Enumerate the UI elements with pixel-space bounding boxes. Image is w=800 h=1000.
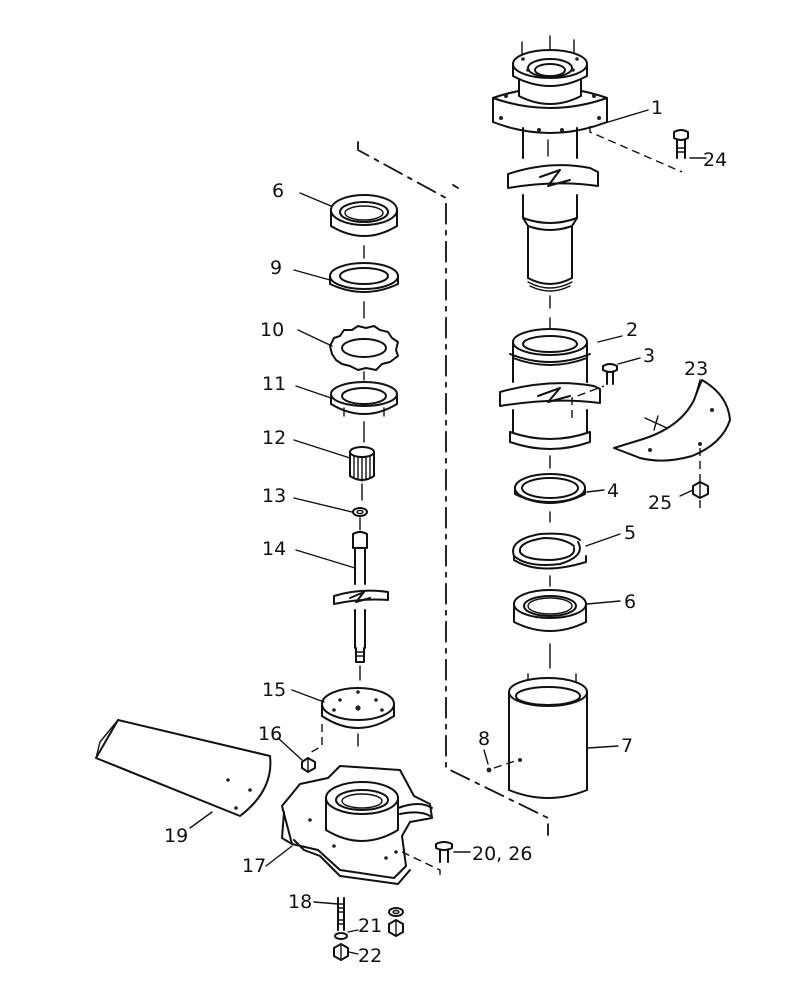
callout-8: 8: [478, 728, 490, 750]
part-23-guard-plate: 23: [613, 358, 731, 486]
callout-9: 9: [270, 257, 282, 279]
callout-7: 7: [621, 735, 633, 757]
part-14-drive-shaft: 14: [262, 531, 389, 681]
callout-16: 16: [258, 723, 282, 745]
part-18-stud: 18: [288, 891, 345, 931]
part-15-hub-disc: 15: [262, 679, 395, 755]
callout-6-right: 6: [624, 591, 636, 613]
part-5-snap-ring: 5: [512, 511, 636, 570]
callout-20-26: 20, 26: [472, 843, 532, 865]
part-20-26-bolt: 20, 26: [435, 841, 532, 865]
part-8-pin: 8: [478, 728, 519, 773]
callout-4: 4: [607, 480, 619, 502]
callout-15: 15: [262, 679, 286, 701]
callout-25: 25: [648, 492, 672, 514]
part-2-bearing-sleeve: 2: [499, 317, 638, 450]
callout-6-left: 6: [272, 180, 284, 202]
assembly-boundary-line: [357, 141, 549, 836]
part-16-nut: 16: [258, 723, 316, 773]
callout-24: 24: [703, 149, 727, 171]
part-13-small-washer: 13: [262, 485, 368, 531]
part-3-screw: 3: [602, 345, 655, 385]
part-11-lock-nut: 11: [262, 373, 398, 443]
part-19-rotor-blade: 19: [95, 719, 272, 847]
part-6-bearing-right: 6: [513, 575, 636, 632]
part-7-lower-sleeve: 7: [508, 643, 633, 799]
part-9-washer: 9: [270, 257, 399, 319]
callout-2: 2: [626, 319, 638, 341]
part-10-tab-washer: 10: [260, 319, 399, 381]
callout-1: 1: [651, 97, 663, 119]
callout-13: 13: [262, 485, 286, 507]
callout-17: 17: [242, 855, 266, 877]
part-21-washers: 21: [334, 907, 404, 940]
callout-18: 18: [288, 891, 312, 913]
part-25-nut: 25: [648, 481, 709, 514]
callout-19: 19: [164, 825, 188, 847]
callout-14: 14: [262, 538, 286, 560]
callout-11: 11: [262, 373, 286, 395]
callout-10: 10: [260, 319, 284, 341]
callout-5: 5: [624, 522, 636, 544]
part-4-ring: 4: [514, 455, 619, 504]
part-17-blade-holder: 17: [242, 765, 441, 885]
callout-22: 22: [358, 945, 382, 967]
part-1-upper-tube-flange: 1: [492, 35, 683, 309]
part-6-bearing-left: 6: [272, 180, 398, 259]
callout-23: 23: [684, 358, 708, 380]
callout-3: 3: [643, 345, 655, 367]
part-12-needle-bushing: 12: [262, 427, 375, 501]
callout-12: 12: [262, 427, 286, 449]
part-22-nuts: 22: [333, 919, 404, 967]
part-24-bolt: 24: [673, 129, 727, 171]
callout-21: 21: [358, 915, 382, 937]
